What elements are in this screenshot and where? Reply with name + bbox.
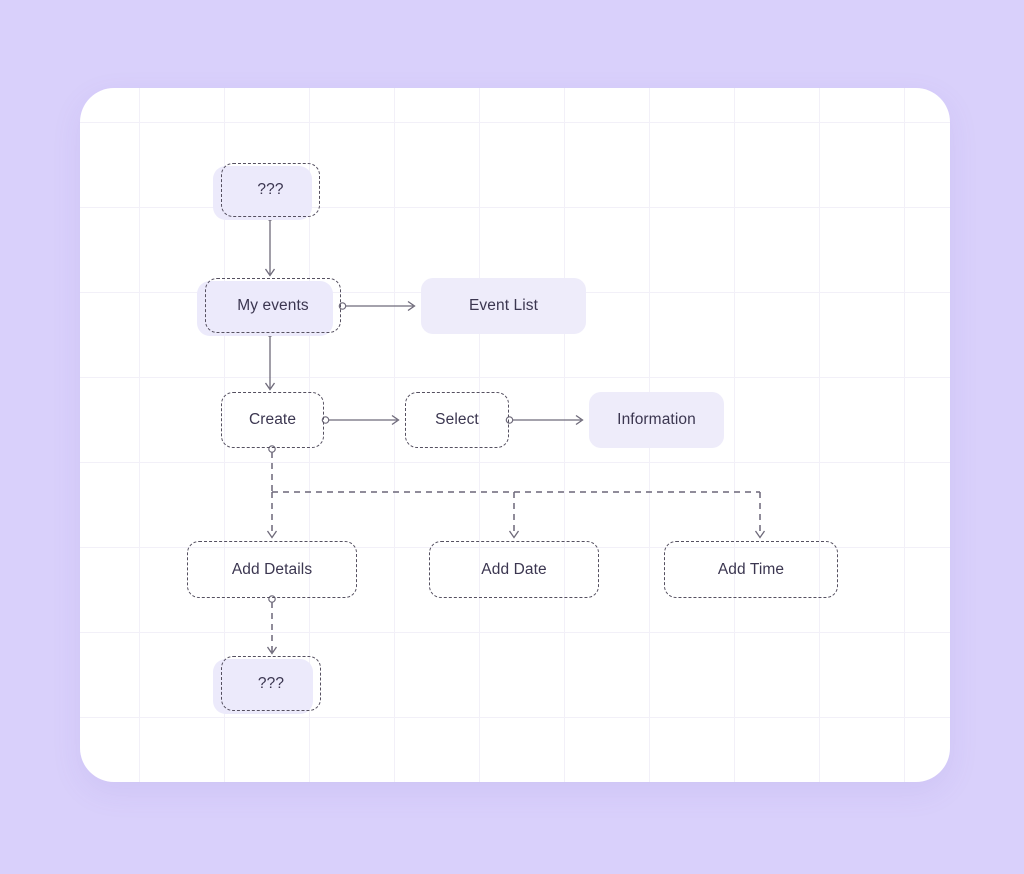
node-add-details[interactable]: Add Details — [187, 541, 357, 598]
node-select[interactable]: Select — [405, 392, 509, 448]
node-information[interactable]: Information — [589, 392, 724, 448]
node-event-list[interactable]: Event List — [421, 278, 586, 334]
node-add-time[interactable]: Add Time — [664, 541, 838, 598]
node-unknown-top[interactable]: ??? — [221, 163, 320, 217]
node-add-date[interactable]: Add Date — [429, 541, 599, 598]
node-create[interactable]: Create — [221, 392, 324, 448]
node-layer: ??? My events Event List Create Select I… — [80, 88, 950, 782]
node-select-label: Select — [435, 411, 479, 428]
node-my-events-label: My events — [237, 296, 309, 314]
node-add-time-label: Add Time — [717, 560, 785, 578]
node-unknown-bottom[interactable]: ??? — [221, 656, 321, 711]
flowchart-canvas-card[interactable]: ??? My events Event List Create Select I… — [80, 88, 950, 782]
node-event-list-label: Event List — [468, 297, 539, 314]
node-create-label: Create — [248, 411, 297, 428]
node-add-details-label: Add Details — [231, 560, 313, 578]
node-add-date-label: Add Date — [481, 560, 547, 578]
node-unknown-bottom-label: ??? — [257, 674, 285, 692]
node-unknown-top-label: ??? — [257, 181, 284, 198]
node-my-events[interactable]: My events — [205, 278, 341, 333]
node-my-events-fill — [197, 281, 333, 336]
node-information-label: Information — [617, 411, 696, 428]
